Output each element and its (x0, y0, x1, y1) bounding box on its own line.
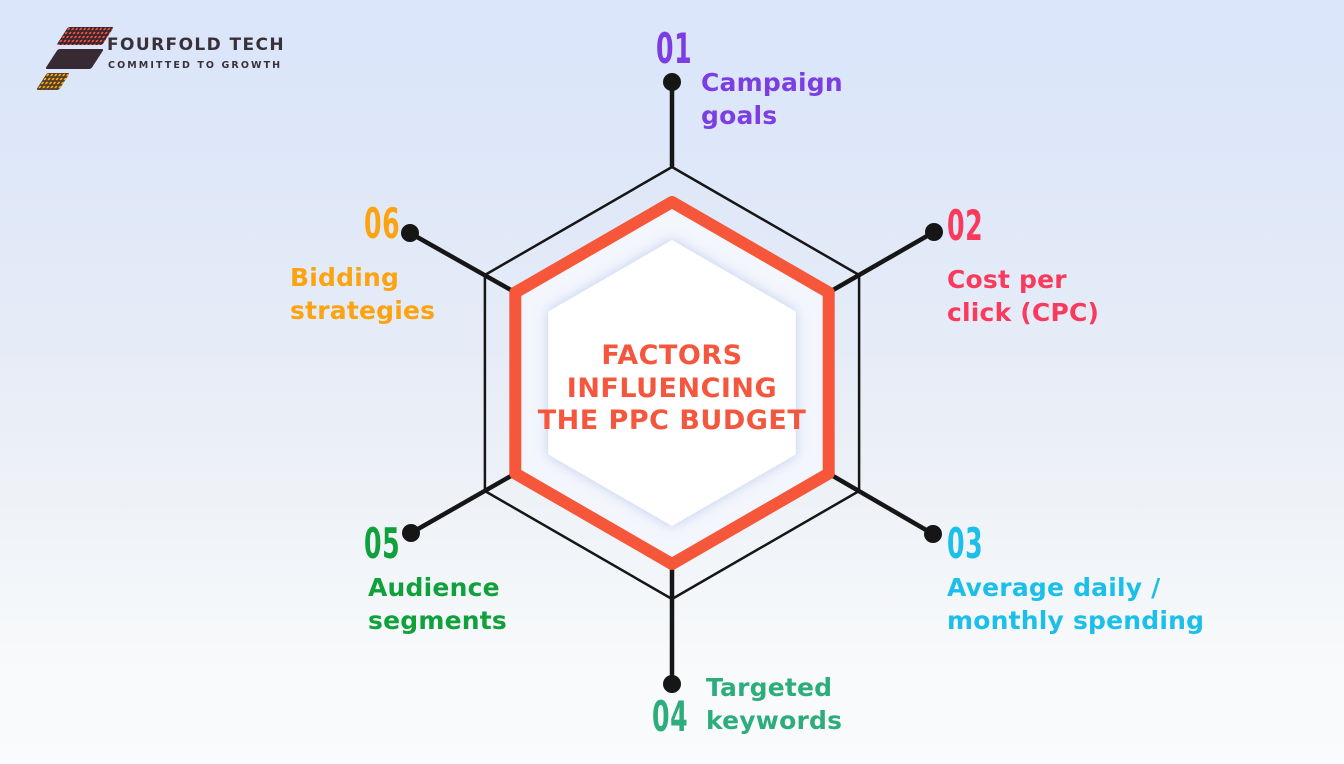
factor-label-cost-per-click: Cost per click (CPC) (947, 263, 1099, 329)
factor-number-04: 04 (652, 692, 689, 741)
spoke-03 (826, 471, 936, 537)
inner-hexagon (548, 240, 796, 526)
factor-number-05: 05 (364, 519, 401, 568)
connector-dots (401, 73, 943, 693)
factor-label-line: strategies (290, 296, 436, 325)
factor-number-02: 02 (947, 201, 984, 250)
factor-label-line: keywords (706, 706, 843, 735)
spoke-06 (407, 230, 518, 295)
factor-label-line: Bidding (290, 263, 400, 292)
dot-02 (925, 223, 943, 241)
factor-label-line: Targeted (706, 673, 833, 702)
factor-label-line: Cost per (947, 265, 1067, 294)
factor-label-line: Audience (368, 573, 500, 602)
dot-03 (924, 525, 942, 543)
logo-title: FOURFOLD TECH (107, 35, 285, 55)
factor-label-audience-segments: Audience segments (368, 571, 507, 637)
center-title: FACTORS INFLUENCING THE PPC BUDGET (472, 340, 872, 438)
factor-label-line: Campaign (701, 68, 843, 97)
dot-05 (402, 524, 420, 542)
logo: FOURFOLD TECH COMMITTED TO GROWTH (14, 22, 314, 102)
center-title-line-2: INFLUENCING (566, 372, 778, 404)
factor-label-line: monthly spending (947, 606, 1205, 635)
factor-label-line: click (CPC) (947, 298, 1100, 327)
factor-number-06: 06 (364, 199, 401, 248)
dot-01 (663, 73, 681, 91)
center-title-line-1: FACTORS (601, 340, 743, 371)
factor-number-01: 01 (656, 24, 693, 73)
factor-label-average-spending: Average daily / monthly spending (947, 571, 1204, 637)
logo-tagline: COMMITTED TO GROWTH (108, 60, 283, 71)
factor-label-bidding-strategies: Bidding strategies (290, 261, 435, 327)
dot-06 (401, 224, 419, 242)
factor-label-line: goals (701, 101, 778, 130)
dot-04 (663, 675, 681, 693)
factor-label-campaign-goals: Campaign goals (701, 66, 843, 132)
factor-number-03: 03 (947, 519, 984, 568)
center-title-line-3: THE PPC BUDGET (537, 405, 807, 436)
factor-label-line: segments (368, 606, 507, 635)
factor-label-line: Average daily / (947, 573, 1161, 602)
spoke-05 (408, 471, 518, 536)
factor-label-targeted-keywords: Targeted keywords (706, 671, 842, 737)
spoke-02 (826, 229, 937, 295)
connector-lines (407, 79, 937, 687)
outer-hexagon-outline (483, 165, 861, 601)
